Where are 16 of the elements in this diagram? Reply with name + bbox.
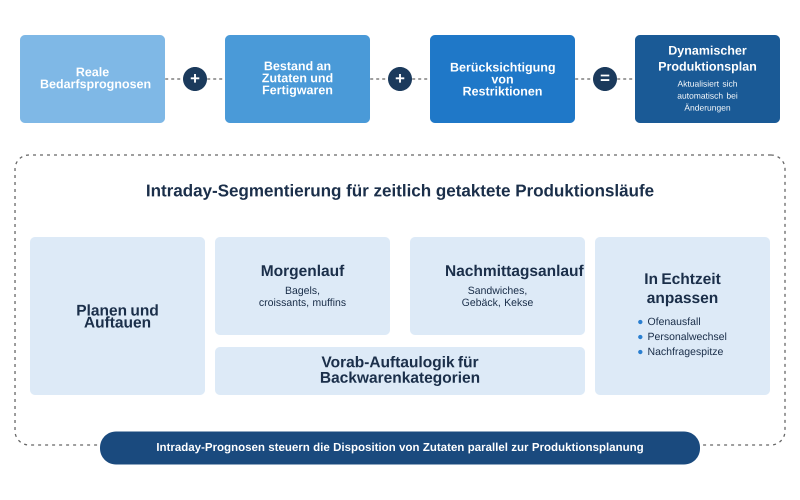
connector [370,78,388,80]
connector [575,78,593,80]
connector [412,78,430,80]
connector [165,78,183,80]
process-box: Reale Bedarfsprognosen [20,35,165,123]
process-box: Bestand an Zutaten und Fertigwaren [225,35,370,123]
banner: Intraday-Prognosen steuern die Disposition von Zutaten parallel zur Produktionsplanung [100,432,700,464]
content-card: Vorab-Auftaulogik für Backwarenkategorien [215,347,585,395]
content-card: Planen und Auftauen [30,237,205,395]
content-card: Nachmittagsanlauf Sandwiches, Gebäck, Kekse [410,237,585,335]
process-box: Dynamischer Produktionsplan Aktualisiert sich automatisch bei Änderungen [635,35,780,123]
content-card: In Echtzeit anpassen Ofenausfall Personalwechsel Nachfragespitze [595,237,770,395]
connector [617,78,635,80]
process-box: Berücksichtigung von Restriktionen [430,35,575,123]
connector [207,78,225,80]
content-card: Morgenlauf Bagels, croissants, muffins [215,237,390,335]
